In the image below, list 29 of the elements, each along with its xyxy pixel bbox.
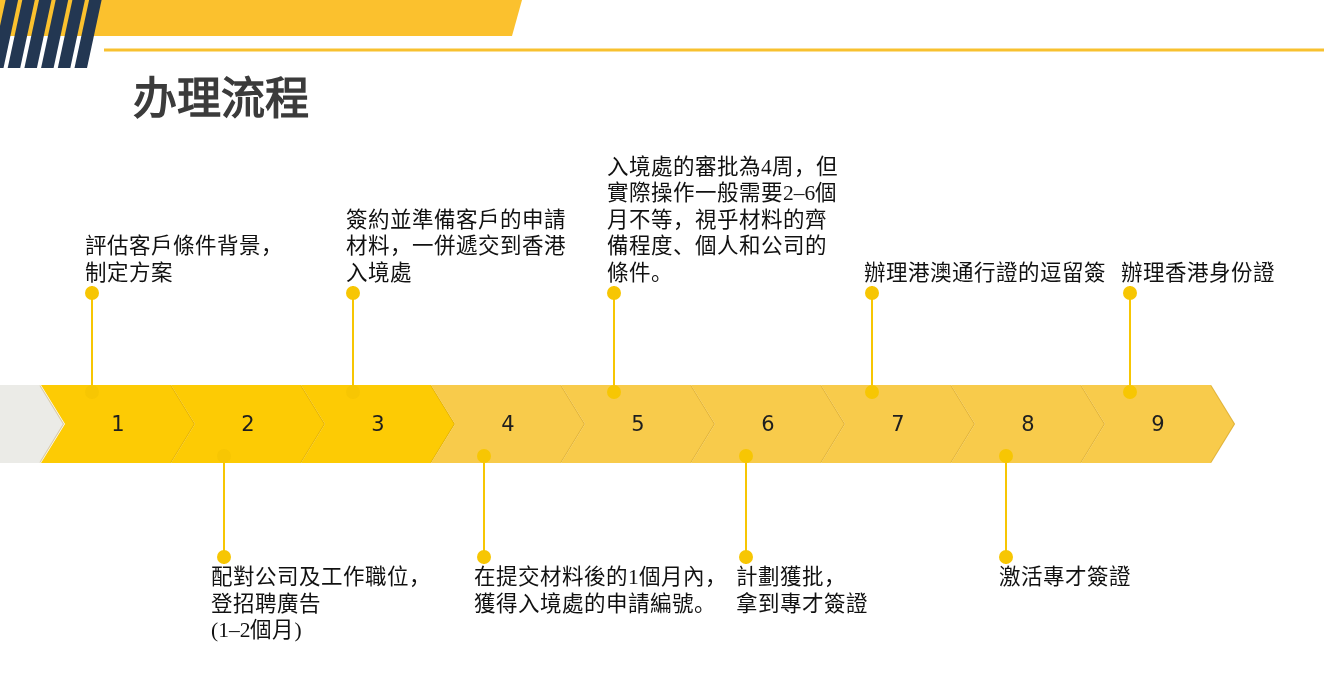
step-description: 辦理港澳通行證的逗留簽 <box>864 259 1110 286</box>
step-description: 計劃獲批，拿到專才簽證 <box>736 564 878 617</box>
step-description: 在提交材料後的1個月內，獲得入境處的申請編號。 <box>474 564 732 617</box>
step-description: 配對公司及工作職位，登招聘廣告 <box>211 564 432 617</box>
step-number: 4 <box>501 411 515 438</box>
leader-line <box>217 449 231 565</box>
leader-line <box>607 285 621 399</box>
step-number: 1 <box>111 411 125 438</box>
step-number: 6 <box>761 411 775 438</box>
step-number: 7 <box>891 411 905 438</box>
step-description: 辦理香港身份證 <box>1121 259 1285 286</box>
step-number: 5 <box>631 411 645 438</box>
leader-line <box>865 285 879 399</box>
leader-line <box>999 449 1013 565</box>
slide-title: 办理流程 <box>133 72 309 126</box>
step-number: 3 <box>371 411 385 438</box>
leader-line <box>346 285 360 399</box>
duration-note: (1–2個月) <box>211 617 303 644</box>
step-description: 評估客戶條件背景，制定方案 <box>85 233 292 286</box>
step-description: 入境處的審批為4周，但實際操作一般需要2–6個月不等，視乎材料的齊備程度、個人和公司的條件。 <box>607 153 840 286</box>
step-number: 9 <box>1151 411 1165 438</box>
leader-line <box>477 449 491 565</box>
leader-line <box>1123 285 1137 399</box>
leader-line <box>739 449 753 565</box>
leader-line <box>85 285 99 399</box>
step-number: 8 <box>1021 411 1035 438</box>
step-number: 2 <box>241 411 255 438</box>
step-description: 激活專才簽證 <box>999 564 1141 591</box>
step-description: 簽約並準備客戶的申請材料，一併遞交到香港入境處 <box>346 206 572 286</box>
